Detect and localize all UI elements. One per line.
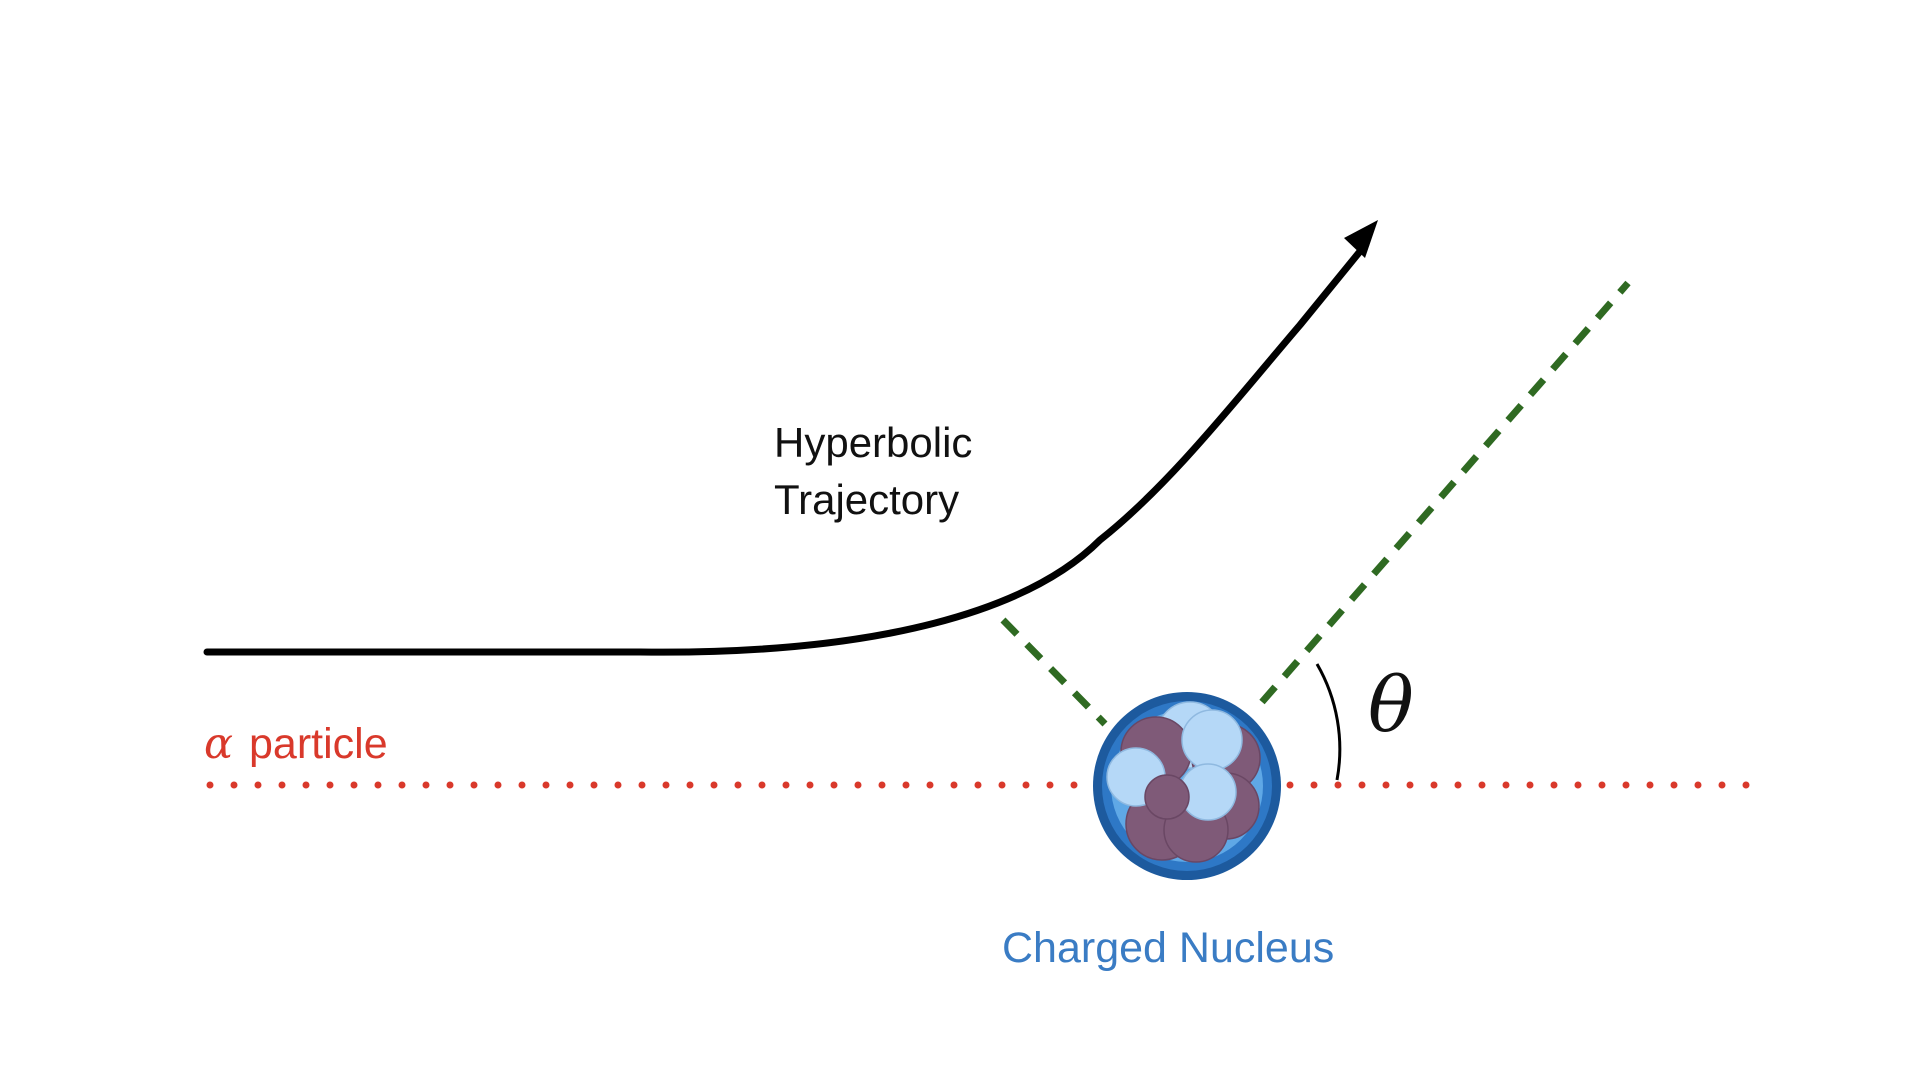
outgoing-asymptote-line (1259, 280, 1631, 705)
proton (1144, 774, 1190, 820)
incoming-asymptote-line (1000, 617, 1108, 727)
trajectory-arrowhead (1344, 220, 1378, 258)
nucleus-label: Charged Nucleus (1002, 924, 1335, 972)
trajectory-label-line2: Trajectory (774, 476, 960, 523)
scattering-angle-label: θ (1368, 660, 1414, 749)
charged-nucleus (1093, 692, 1281, 880)
alpha-symbol: α (204, 719, 234, 769)
alpha-particle-text: particle (249, 720, 388, 768)
hyperbolic-trajectory (203, 240, 1370, 656)
scattering-angle-arc (1315, 663, 1342, 781)
alpha-particle-label: α particle (204, 718, 388, 770)
trajectory-label-line1: Hyperbolic (774, 419, 973, 466)
trajectory-label: Hyperbolic Trajectory (774, 414, 972, 528)
neutron (1181, 709, 1243, 771)
